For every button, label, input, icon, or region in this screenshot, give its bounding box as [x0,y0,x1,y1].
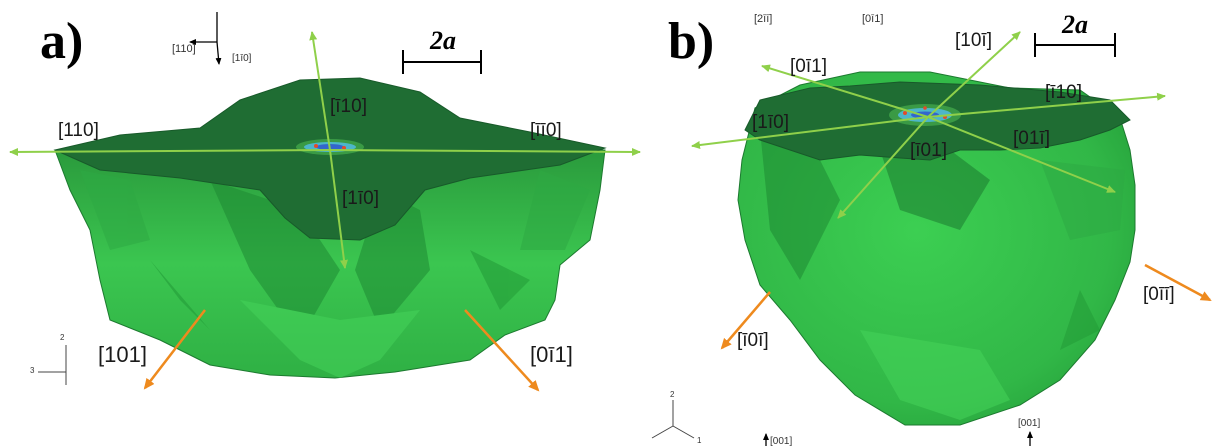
dir-b-01bar1bar: [0īī] [1143,284,1175,305]
triad-b-left: [2īī] [754,13,773,25]
dir-b-1bar01: [ī01] [910,140,947,161]
triad-a [189,12,222,65]
scale-bar-b [1034,33,1116,57]
dir-a-110: [110] [58,120,99,141]
triad-a-horizontal: [110] [172,43,196,55]
triad-a-vertical: [1ī0] [232,53,252,64]
arrow-a-01bar1 [464,309,540,392]
arrow-b-1bar01 [837,116,929,219]
arrow-b-10bar1 [927,31,1021,118]
scale-label-a: 2a [430,26,456,55]
arrow-a-11bar0bar [329,147,641,156]
arrow-a-1bar10 [309,31,331,151]
dir-b-1bar10: [ī10] [1045,82,1082,103]
arrow-a-11bar0 [329,149,348,269]
panel-a [9,12,641,392]
dir-a-01bar1: [0ī1] [530,342,573,367]
dir-a-101: [101] [98,342,147,367]
arrow-b-01bar1bar [1144,263,1212,302]
arrow-b-1bar01bar [720,291,771,350]
axes-b [651,400,695,439]
dir-b-01bar1: [0ī1] [790,56,827,77]
bottom-label-001-left: [001] [770,436,793,447]
axes-a [38,345,67,385]
scale-bar-a [402,50,482,74]
panel-a-label: a) [40,13,84,70]
arrow-b-01bar1 [761,64,929,118]
dir-a-1bar1bar0: [īī0] [530,120,562,141]
arrow-a-110 [9,147,331,156]
scale-label-b: 2a [1062,10,1088,39]
bottom-label-001-right: [001] [1018,418,1041,429]
axis-a-x: 3 [30,366,35,375]
arrow-b-1bar10 [927,92,1166,118]
dir-a-11bar0: [1ī0] [342,188,379,209]
crystal-a-top [53,77,607,241]
dir-b-11bar0: [1ī0] [752,112,789,133]
dir-b-011bar: [01ī] [1013,128,1050,149]
arrow-a-101 [143,309,206,390]
axis-b-x: 1 [697,436,702,445]
dir-b-10bar1: [10ī] [955,30,992,51]
dir-b-1bar01bar: [ī0ī] [737,330,769,351]
triad-b-right: [0ī1] [862,13,884,25]
panel-b [651,31,1212,446]
axis-b-y: 2 [670,390,675,399]
panel-b-label: b) [668,13,715,70]
axis-a-y: 2 [60,333,65,342]
arrow-b-11bar0 [691,116,929,149]
crystal-b-facets [760,130,1125,420]
arrow-b-011bar [927,116,1116,193]
dir-a-1bar10: [ī10] [330,96,367,117]
